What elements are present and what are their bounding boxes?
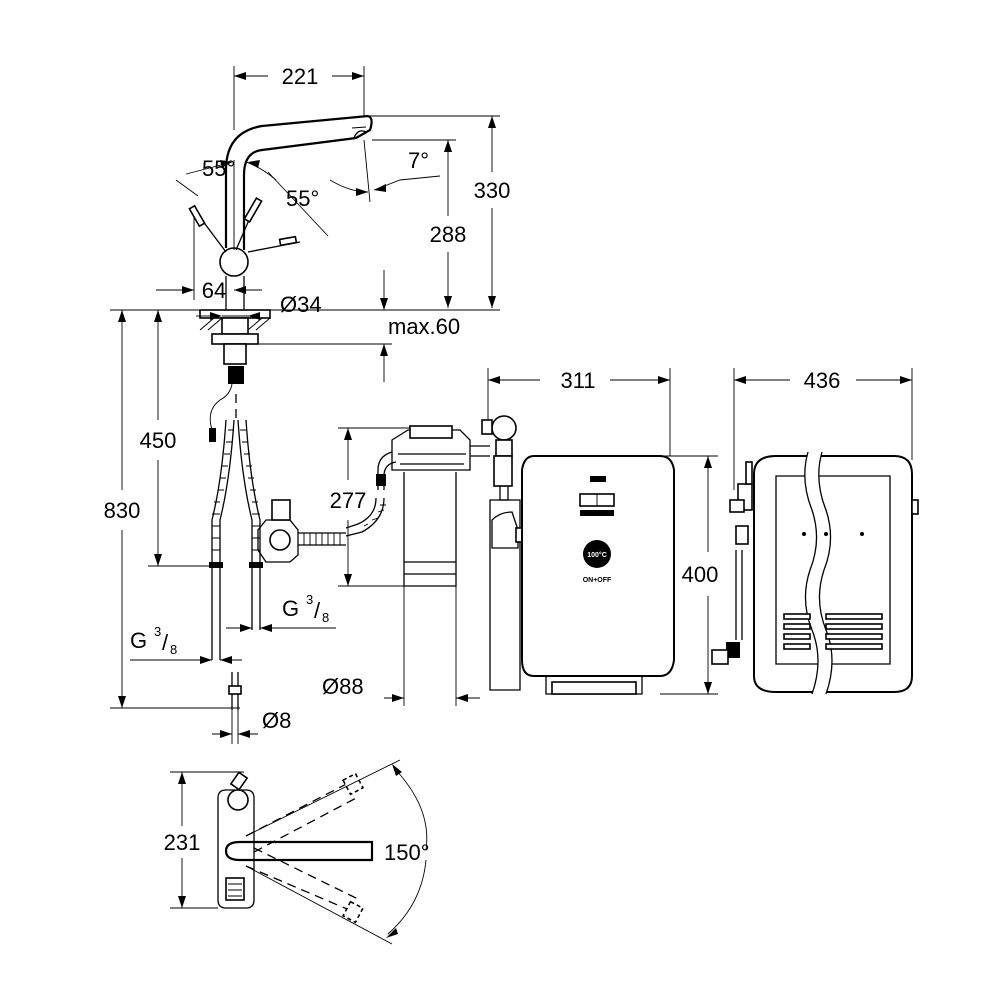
label-thread-left: G 3 / 8 bbox=[130, 624, 177, 657]
label-lever-angle-left: 55° bbox=[202, 156, 235, 181]
svg-text:8: 8 bbox=[170, 642, 177, 657]
filter-dimension-lines bbox=[338, 427, 480, 702]
label-height-outlet: 288 bbox=[430, 222, 467, 247]
svg-text:G: G bbox=[282, 596, 299, 621]
vent-grille bbox=[783, 613, 883, 650]
boiler-front-view: 100°C ON+OFF bbox=[481, 415, 675, 695]
svg-text:8: 8 bbox=[322, 610, 329, 625]
top-view-dimension-lines bbox=[170, 759, 428, 945]
label-boiler-height: 400 bbox=[682, 562, 719, 587]
label-base-diameter: Ø34 bbox=[280, 292, 322, 317]
faucet-side-view bbox=[188, 114, 373, 710]
boiler-temp-badge bbox=[583, 540, 611, 568]
label-max-thickness: max.60 bbox=[388, 314, 460, 339]
label-thread-right: G 3 / 8 bbox=[282, 592, 329, 625]
label-filter-height: 277 bbox=[330, 488, 367, 513]
boiler-front-dimension-lines bbox=[487, 368, 718, 695]
label-outlet-angle: 7° bbox=[408, 148, 429, 173]
dimension-labels: 221 330 288 7° 55° 55° 64 Ø34 max.60 450… bbox=[104, 64, 841, 865]
boiler-badge-text: 100°C bbox=[587, 551, 607, 559]
lever-handle bbox=[188, 204, 206, 228]
svg-text:3: 3 bbox=[306, 592, 313, 607]
boiler-side-dimension-lines bbox=[733, 368, 913, 490]
faucet-dimension-lines bbox=[110, 66, 500, 744]
filter-cartridge bbox=[345, 425, 490, 706]
label-swivel-depth: 231 bbox=[164, 830, 201, 855]
label-boiler-width: 311 bbox=[560, 368, 595, 393]
label-total-length: 830 bbox=[104, 498, 141, 523]
label-lever-angle-right: 55° bbox=[286, 186, 319, 211]
label-hose-diameter: Ø8 bbox=[262, 708, 291, 733]
boiler-small-label: ON+OFF bbox=[583, 577, 612, 584]
label-shank-length: 450 bbox=[140, 428, 177, 453]
label-filter-diameter: Ø88 bbox=[322, 674, 364, 699]
svg-text:3: 3 bbox=[154, 624, 161, 639]
svg-text:/: / bbox=[162, 630, 169, 655]
label-base-width: 64 bbox=[202, 278, 226, 303]
svg-text:/: / bbox=[314, 598, 321, 623]
label-spout-reach: 221 bbox=[282, 64, 319, 89]
counter-hatch bbox=[199, 317, 271, 331]
label-boiler-depth: 436 bbox=[804, 368, 841, 393]
label-swivel-angle: 150° bbox=[384, 840, 430, 865]
label-height-total: 330 bbox=[474, 178, 511, 203]
boiler-side-view bbox=[711, 451, 919, 695]
svg-text:G: G bbox=[130, 628, 147, 653]
faucet-top-view bbox=[217, 771, 374, 924]
